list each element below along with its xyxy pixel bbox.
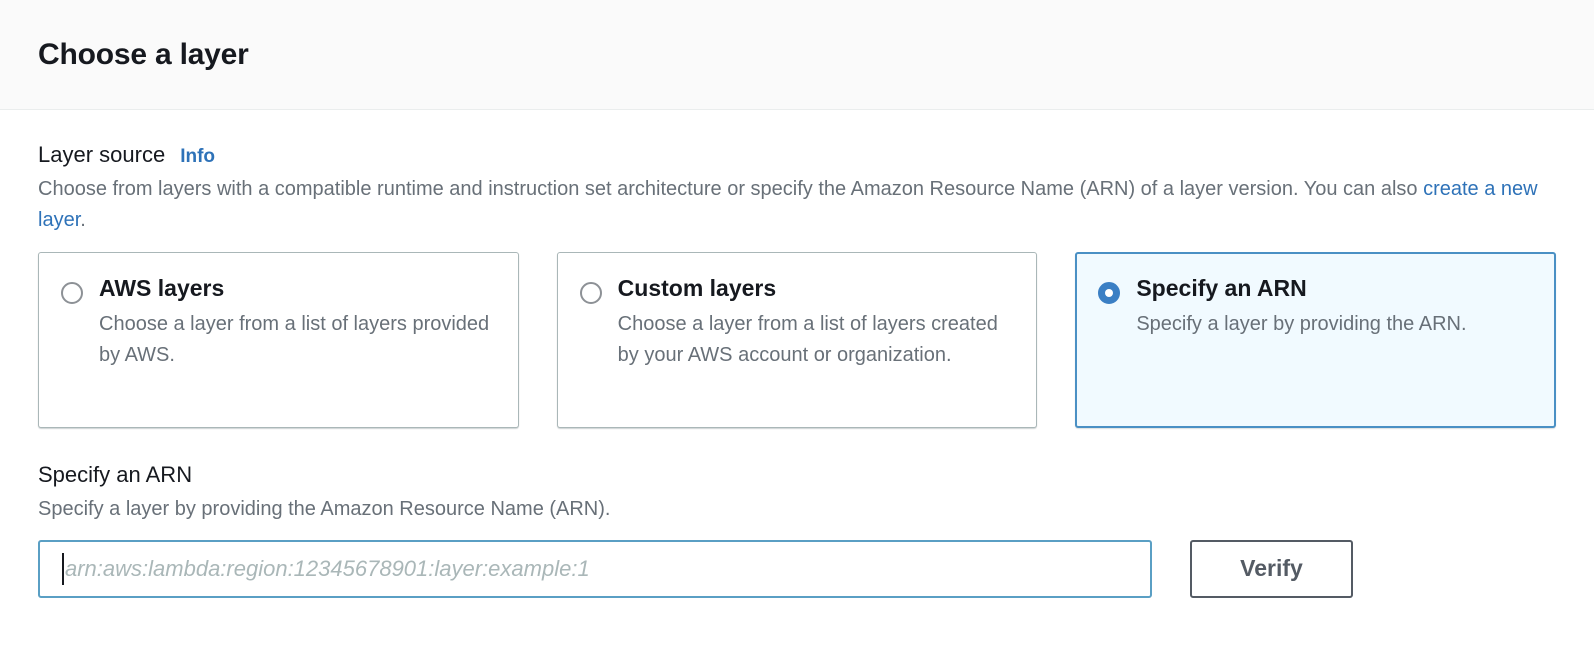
layer-source-field-group: Layer source Info Choose from layers wit… xyxy=(38,142,1557,429)
arn-section-description: Specify a layer by providing the Amazon … xyxy=(38,497,611,520)
arn-field-group: Specify an ARN Specify a layer by provid… xyxy=(38,462,1556,598)
arn-input-wrapper xyxy=(38,539,1152,598)
radio-icon-specify-arn[interactable] xyxy=(1098,282,1121,305)
modal-body: Layer source Info Choose from layers wit… xyxy=(0,110,1594,598)
layer-source-label-row: Layer source Info xyxy=(38,142,1556,168)
radio-card-specify-arn[interactable]: Specify an ARN Specify a layer by provid… xyxy=(1075,252,1557,429)
create-new-layer-link[interactable]: create a new layer xyxy=(38,178,1538,232)
layer-source-label: Layer source xyxy=(38,142,166,167)
arn-input-row: Verify xyxy=(38,539,1556,598)
radio-card-description: Choose a layer from a list of layers pro… xyxy=(99,312,490,366)
radio-card-description: Choose a layer from a list of layers cre… xyxy=(617,312,998,366)
layer-source-description: Choose from layers with a compatible run… xyxy=(38,174,1538,236)
radio-card-title: Custom layers xyxy=(617,275,777,302)
arn-input[interactable] xyxy=(38,539,1152,598)
radio-icon-aws-layers[interactable] xyxy=(61,282,83,305)
radio-card-title: Specify an ARN xyxy=(1136,275,1307,302)
radio-card-aws-layers[interactable]: AWS layers Choose a layer from a list of… xyxy=(38,252,519,429)
layer-source-description-period: . xyxy=(80,209,86,232)
radio-card-custom-layers[interactable]: Custom layers Choose a layer from a list… xyxy=(556,252,1038,429)
modal-header: Choose a layer xyxy=(0,0,1594,110)
layer-source-description-text: Choose from layers with a compatible run… xyxy=(38,178,1424,201)
arn-section-title: Specify an ARN xyxy=(38,462,193,488)
info-link[interactable]: Info xyxy=(180,146,216,167)
verify-button[interactable]: Verify xyxy=(1190,539,1353,598)
page-title: Choose a layer xyxy=(38,38,249,71)
radio-icon-custom-layers[interactable] xyxy=(579,282,602,305)
layer-source-options: AWS layers Choose a layer from a list of… xyxy=(38,252,1557,429)
radio-card-description: Specify a layer by providing the ARN. xyxy=(1136,312,1467,335)
radio-card-title: AWS layers xyxy=(99,275,225,302)
